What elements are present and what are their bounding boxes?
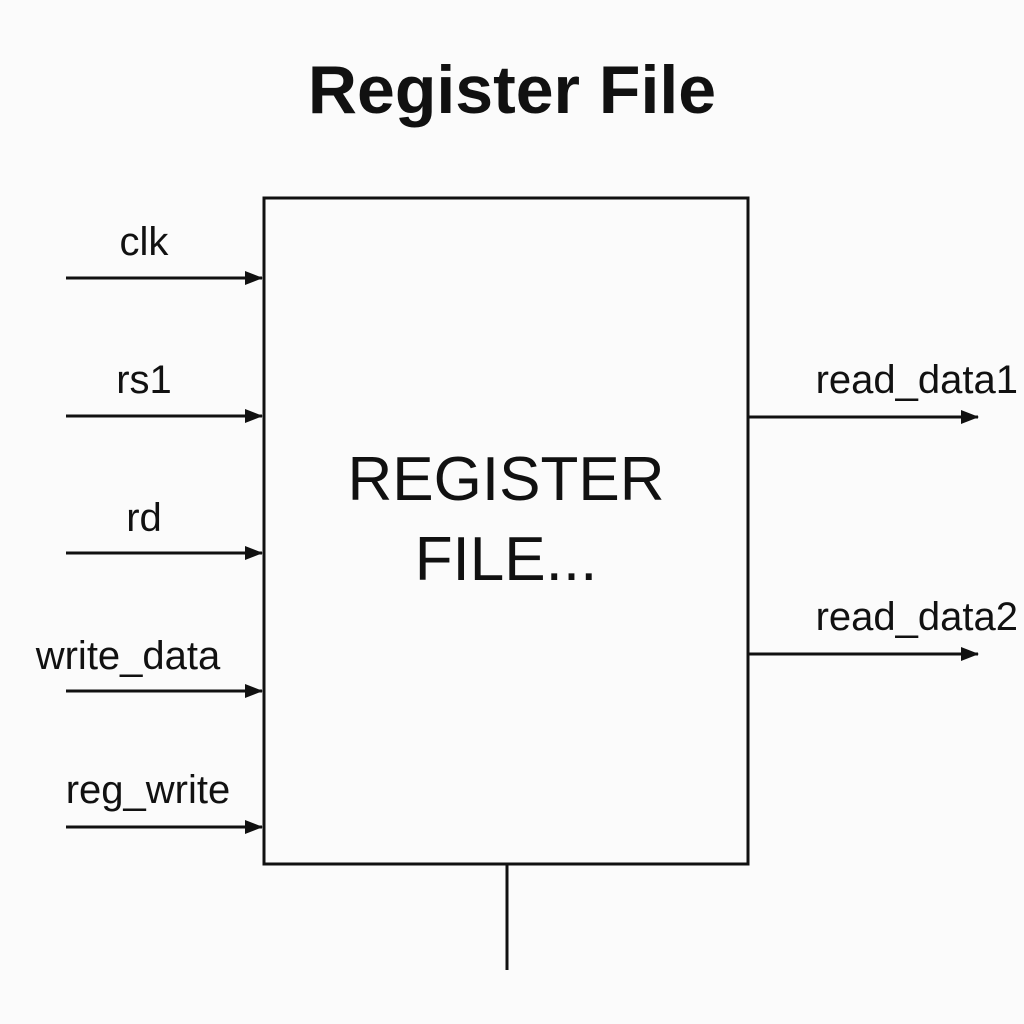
output-label-read-data2: read_data2 bbox=[815, 595, 1018, 639]
input-label-write-data: write_data bbox=[35, 634, 221, 678]
output-label-read-data1: read_data1 bbox=[815, 358, 1018, 402]
input-label-reg-write: reg_write bbox=[65, 768, 231, 812]
block-label-line1: REGISTER bbox=[347, 445, 665, 514]
input-label-clk: clk bbox=[119, 220, 169, 264]
block-label-line2: FILE... bbox=[414, 525, 598, 594]
input-label-rd: rd bbox=[126, 496, 162, 540]
block-label: REGISTER FILE... bbox=[264, 440, 748, 600]
input-label-rs1: rs1 bbox=[116, 358, 172, 402]
diagram-title: Register File bbox=[307, 52, 717, 128]
